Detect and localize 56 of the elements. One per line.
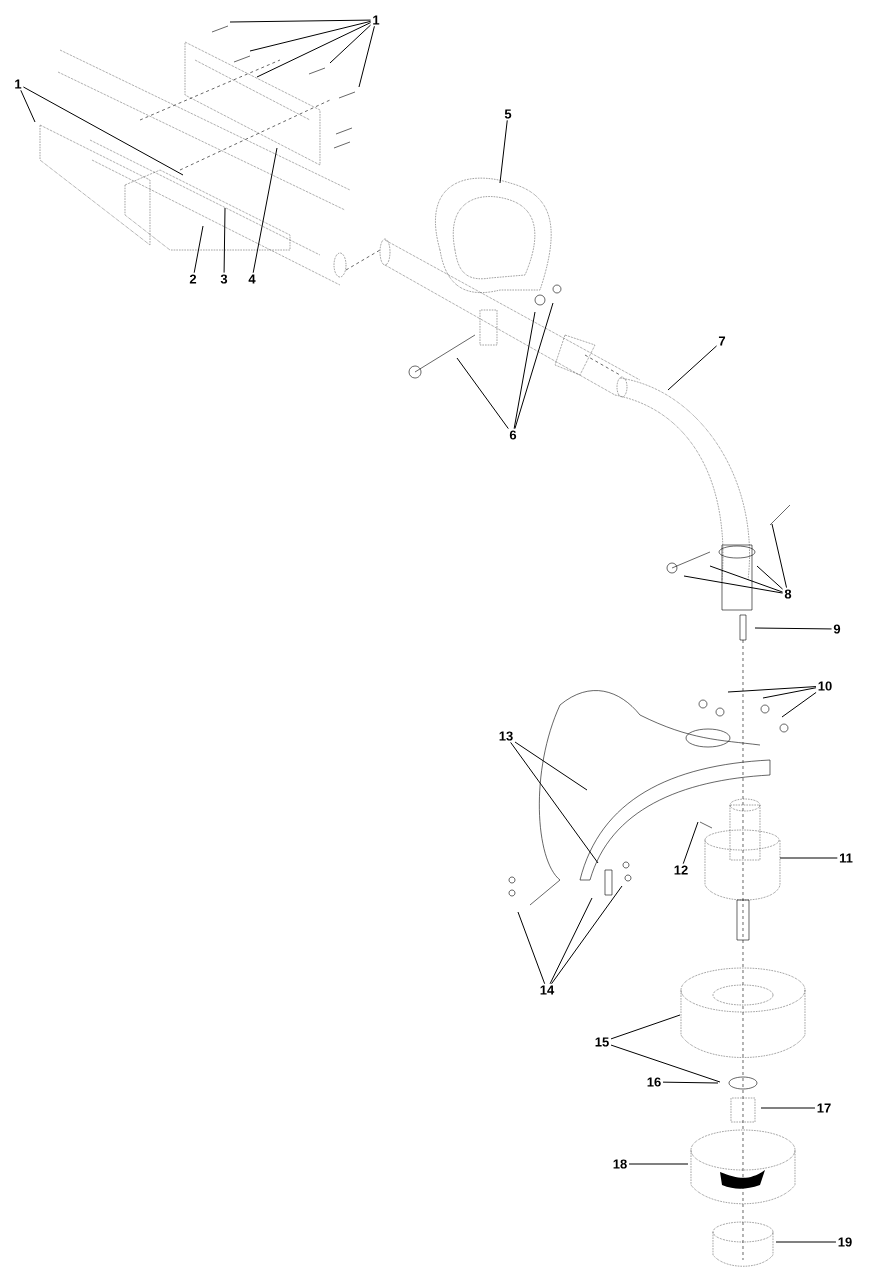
callout-number: 5 xyxy=(504,109,512,119)
leader-line xyxy=(779,857,838,859)
leader-line xyxy=(662,1081,719,1084)
callout-number: 16 xyxy=(647,1077,661,1087)
leader-line xyxy=(610,1044,721,1083)
leader-line xyxy=(551,885,623,985)
leader-line xyxy=(499,119,508,184)
callout-number: 8 xyxy=(784,589,792,599)
leader-line xyxy=(683,575,784,594)
leader-line xyxy=(514,302,554,430)
leader-line xyxy=(549,897,593,985)
callout-number: 12 xyxy=(674,865,688,875)
leader-line xyxy=(682,821,699,865)
callout-number: 13 xyxy=(499,731,513,741)
callout-number: 4 xyxy=(248,274,256,284)
leader-line xyxy=(229,19,372,23)
leader-line xyxy=(249,20,372,52)
callout-number: 14 xyxy=(540,985,555,995)
leader-line xyxy=(762,687,817,699)
callout-number: 17 xyxy=(817,1103,831,1113)
leader-line xyxy=(256,22,372,78)
callout-number: 18 xyxy=(613,1159,627,1169)
leader-line xyxy=(456,357,509,430)
callout-number: 7 xyxy=(718,336,726,346)
callout-number: 11 xyxy=(839,853,853,863)
callout-number: 10 xyxy=(818,681,832,691)
leader-line xyxy=(514,741,588,791)
leader-line xyxy=(610,1014,681,1040)
leader-line xyxy=(628,1163,689,1165)
leader-line xyxy=(223,207,226,274)
callout-number: 3 xyxy=(220,274,228,284)
leader-line xyxy=(517,911,546,985)
leader-line xyxy=(22,86,184,176)
callout-number: 1 xyxy=(373,15,380,25)
leader-line xyxy=(760,1107,816,1109)
leader-line xyxy=(358,25,375,88)
leader-line xyxy=(193,225,204,274)
callout-number: 9 xyxy=(833,624,841,634)
leader-line xyxy=(329,24,372,64)
callout-number: 19 xyxy=(838,1237,852,1247)
callout-number: 1 xyxy=(15,79,22,89)
callout-number: 2 xyxy=(189,274,197,284)
leader-line xyxy=(775,1241,837,1243)
leader-line xyxy=(510,741,599,864)
leader-line xyxy=(754,627,833,630)
leader-line xyxy=(709,565,784,593)
callout-number: 6 xyxy=(509,430,517,440)
leader-line xyxy=(20,89,36,123)
leader-line xyxy=(756,565,784,590)
leader-line xyxy=(667,345,718,391)
leader-line xyxy=(513,311,536,430)
callout-number: 15 xyxy=(595,1037,609,1047)
leader-line xyxy=(781,691,817,718)
leader-line xyxy=(727,686,817,693)
leader-line xyxy=(252,147,278,274)
leader-line xyxy=(771,523,788,589)
